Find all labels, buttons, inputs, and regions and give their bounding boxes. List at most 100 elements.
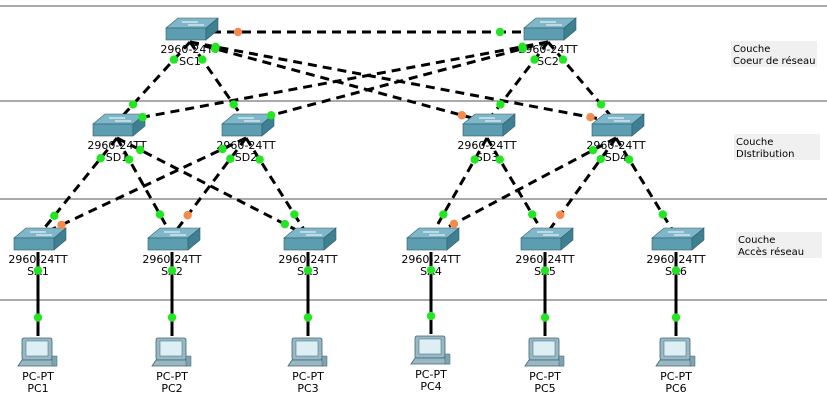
link-sd3-sa4[interactable]: [429, 137, 489, 237]
layer-label-line1: Couche: [736, 137, 773, 148]
link-sc1-sd1[interactable]: [115, 40, 192, 124]
port-dot: [50, 211, 59, 220]
port-dot: [470, 155, 479, 164]
link-sc1-sd2[interactable]: [188, 41, 248, 123]
device-name-label: SD2: [235, 151, 257, 164]
port-dot: [128, 100, 138, 109]
port-dot: [167, 313, 177, 322]
pc-icon: [655, 337, 696, 367]
port-dot: [33, 266, 43, 275]
device-name-label: PC6: [665, 382, 686, 395]
port-dot: [290, 210, 299, 219]
device-model-label: 2960-24TT: [586, 139, 645, 152]
port-dot: [198, 55, 207, 64]
switch-icon: [462, 113, 516, 137]
port-dot: [57, 220, 66, 230]
switch-icon: [147, 227, 201, 251]
port-dot: [540, 266, 550, 275]
port-dot: [229, 100, 238, 109]
port-dot: [96, 154, 105, 163]
pc-icon: [524, 337, 565, 367]
device-model-label: 2960-24TT: [160, 43, 219, 56]
device-model-label: PC-PT: [415, 368, 447, 381]
device-name-label: PC1: [27, 382, 48, 395]
switch-sa1[interactable]: 2960-24TTSA1: [8, 227, 68, 278]
port-dot: [449, 219, 459, 229]
device-name-label: SD3: [476, 151, 498, 164]
port-dot: [303, 313, 313, 322]
link-sc2-sd2[interactable]: [245, 40, 549, 124]
device-model-label: PC-PT: [660, 370, 692, 383]
link-sc1-sd4[interactable]: [189, 40, 617, 124]
port-indicators: [33, 27, 681, 322]
device-model-label: 2960-24TT: [142, 253, 201, 266]
link-sd2-sa1[interactable]: [37, 136, 247, 238]
port-dot: [233, 27, 243, 37]
link-sd4-sa4[interactable]: [430, 136, 617, 238]
layer-label-bg: [734, 134, 820, 160]
port-dot: [556, 210, 565, 220]
switch-sa5[interactable]: 2960-24TTSA5: [515, 227, 575, 278]
link-sc2-sd4[interactable]: [546, 41, 618, 123]
link-sc2-sd3[interactable]: [485, 41, 550, 123]
port-dot: [303, 266, 313, 275]
pc-icon: [287, 337, 328, 367]
port-dot: [138, 113, 147, 122]
device-name-label: SC1: [179, 55, 201, 68]
device-model-label: 2960-24TT: [401, 253, 460, 266]
port-dot: [218, 144, 227, 154]
port-dot: [671, 313, 681, 322]
switch-sa6[interactable]: 2960-24TTSA6: [646, 227, 706, 278]
port-dot: [596, 154, 605, 164]
link-sd1-sa3[interactable]: [116, 136, 309, 238]
switch-icon: [523, 17, 577, 41]
layer-label-line2: Coeur de réseau: [733, 55, 815, 67]
link-sd3-sa5[interactable]: [485, 137, 547, 237]
port-dot: [658, 210, 667, 219]
device-model-label: 2960-24TT: [87, 139, 146, 152]
link-sc2-sd1[interactable]: [116, 40, 549, 124]
devices: 2960-24TTSC12960-24TTSC22960-24TTSD12960…: [8, 17, 706, 395]
port-dot: [528, 210, 537, 219]
switch-icon: [283, 227, 337, 251]
device-name-label: PC4: [420, 380, 441, 393]
port-dot: [280, 219, 290, 229]
link-sd2-sa3[interactable]: [244, 137, 310, 237]
port-dot: [588, 145, 598, 155]
port-dot: [495, 155, 504, 164]
link-sd4-sa5[interactable]: [543, 137, 618, 237]
switch-sa4[interactable]: 2960-24TTSA4: [401, 227, 461, 278]
switch-sa2[interactable]: 2960-24TTSA2: [142, 227, 202, 278]
device-model-label: 2960-24TT: [278, 253, 337, 266]
port-dot: [226, 154, 235, 163]
device-model-label: PC-PT: [292, 370, 324, 383]
port-dot: [439, 210, 448, 219]
switch-icon: [165, 17, 219, 41]
link-sd4-sa6[interactable]: [614, 137, 678, 237]
link-sd1-sa1[interactable]: [36, 137, 119, 237]
device-model-label: PC-PT: [22, 370, 54, 383]
link-sd1-sa2[interactable]: [115, 137, 174, 237]
switch-icon: [520, 227, 574, 251]
pc-icon: [151, 337, 192, 367]
link-sd2-sa2[interactable]: [170, 137, 248, 237]
links: [36, 30, 678, 336]
port-dot: [211, 42, 220, 51]
port-dot: [155, 210, 165, 219]
